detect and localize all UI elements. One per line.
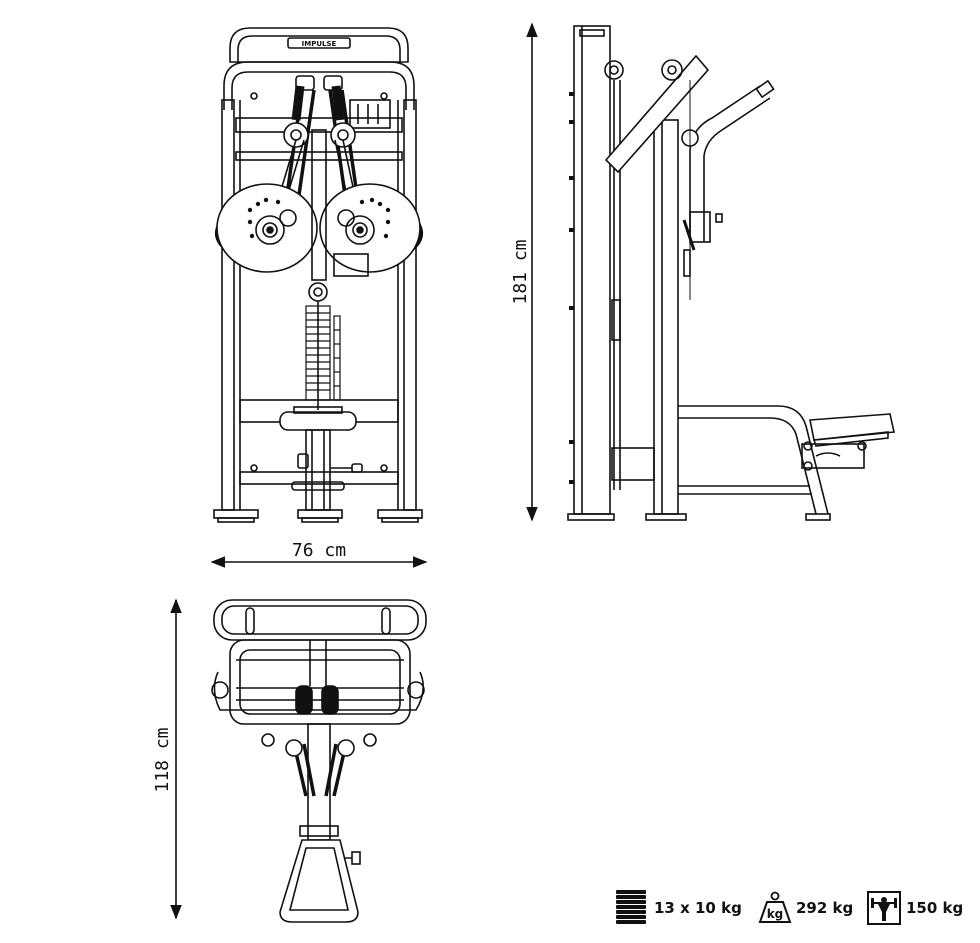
dimension-width: 76 cm (210, 540, 428, 568)
side-view (567, 25, 895, 521)
height-label: 181 cm (510, 239, 531, 304)
width-label: 76 cm (292, 540, 346, 561)
max-user-icon (866, 890, 902, 926)
depth-label: 118 cm (152, 727, 173, 792)
spec-weight-stack: 13 x 10 kg (612, 885, 742, 931)
dimension-height: 181 cm (510, 22, 538, 522)
kg-weight-icon: kg (758, 890, 792, 926)
front-view: IMPULSE (213, 27, 424, 523)
machine-weight-label: 292 kg (796, 899, 854, 917)
spec-machine-weight: kg 292 kg (758, 885, 853, 931)
svg-text:IMPULSE: IMPULSE (302, 40, 337, 48)
weight-stack-label: 13 x 10 kg (654, 899, 742, 917)
brand-plate: IMPULSE (287, 37, 351, 49)
front-weight-stack (305, 305, 341, 401)
spec-max-user-weight: 150 kg (866, 885, 963, 931)
max-user-weight-label: 150 kg (906, 899, 964, 917)
dimension-depth: 118 cm (152, 598, 182, 920)
svg-text:kg: kg (767, 907, 784, 921)
top-view (211, 599, 427, 923)
weight-stack-icon (612, 888, 650, 928)
